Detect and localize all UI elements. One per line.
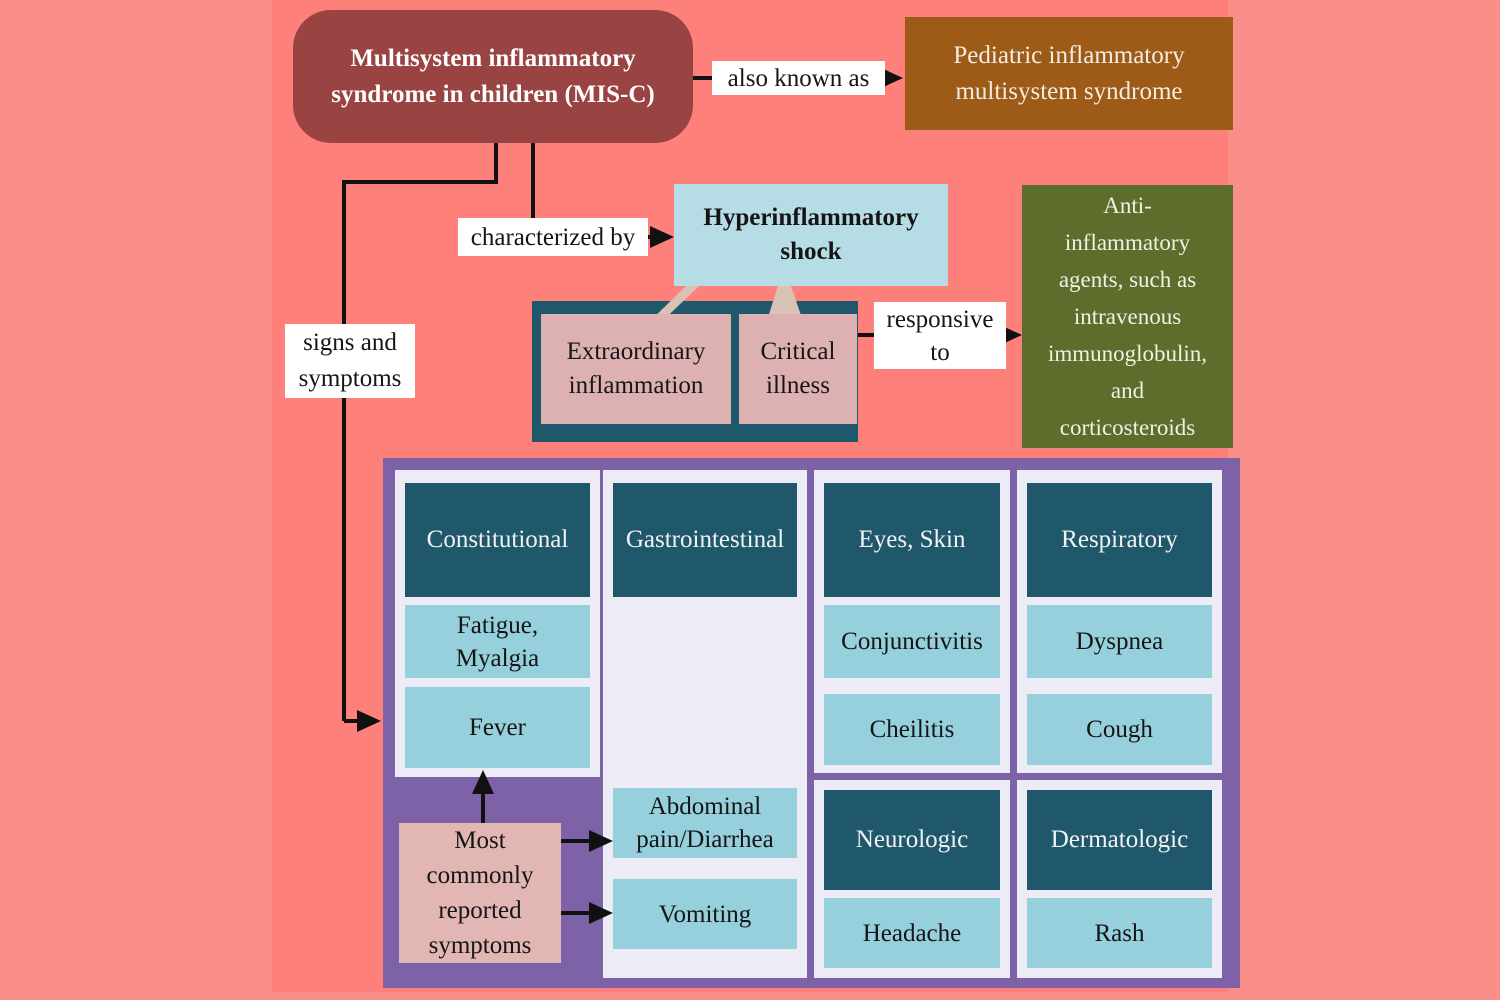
signs-symptoms-label: signs and symptoms xyxy=(285,324,415,398)
label-text: also known as xyxy=(727,64,870,92)
node-line: inflammatory xyxy=(1064,230,1191,255)
node-line: intravenous xyxy=(1073,304,1182,329)
node-line: illness xyxy=(766,372,830,399)
critical-node: Critical illness xyxy=(739,314,857,424)
cell-cough: Cough xyxy=(1027,694,1212,765)
cell-conjunctivitis: Conjunctivitis xyxy=(824,605,1000,678)
characterized-by-label: characterized by xyxy=(458,218,648,256)
cell-line: Conjunctivitis xyxy=(841,628,983,655)
most-common-node: Most commonly reported symptoms xyxy=(399,823,561,963)
node-line: shock xyxy=(780,238,842,265)
responsive-to-label: responsive to xyxy=(874,302,1006,369)
cell-line: Fatigue, xyxy=(456,611,539,639)
pims-node: Pediatric inflammatory multisystem syndr… xyxy=(905,17,1233,130)
node-line: reported xyxy=(438,897,522,924)
node-line: Extraordinary xyxy=(566,338,706,365)
arrowhead-most-common-up xyxy=(472,770,494,794)
node-line: Multisystem inflammatory xyxy=(350,44,636,72)
also-known-as-label: also known as xyxy=(712,61,885,95)
arrowhead-characterized-by xyxy=(650,226,674,248)
extraordinary-node: Extraordinary inflammation xyxy=(541,314,731,424)
node-line: agents, such as xyxy=(1058,267,1197,292)
cell-line: Myalgia xyxy=(455,644,540,672)
header-respiratory: Respiratory xyxy=(1027,483,1212,597)
cell-line: Headache xyxy=(862,919,962,947)
label-line: responsive xyxy=(886,305,994,333)
node-line: Most xyxy=(454,827,506,854)
header-label: Gastrointestinal xyxy=(625,526,785,553)
header-label: Neurologic xyxy=(855,826,969,853)
cell-abdominal-pain: Abdominal pain/Diarrhea xyxy=(613,788,797,858)
node-line: Anti- xyxy=(1103,193,1152,218)
node-line: Critical xyxy=(760,338,836,365)
header-eyes-skin: Eyes, Skin xyxy=(824,483,1000,597)
header-neurologic: Neurologic xyxy=(824,790,1000,890)
cell-line: Fever xyxy=(469,714,526,741)
hyperinflammatory-node: Hyperinflammatory shock xyxy=(674,184,948,286)
label-line: symptoms xyxy=(298,365,402,392)
node-line: Pediatric inflammatory xyxy=(953,41,1185,69)
node-line: symptoms xyxy=(428,932,532,959)
arrowhead-signs-symptoms xyxy=(357,710,381,732)
header-constitutional: Constitutional xyxy=(405,483,590,597)
node-line: syndrome in children (MIS-C) xyxy=(331,80,655,108)
cell-fatigue-myalgia: Fatigue, Myalgia xyxy=(405,605,590,678)
node-line: corticosteroids xyxy=(1059,415,1196,440)
cell-fever: Fever xyxy=(405,687,590,768)
arrowhead-most-common-right-1 xyxy=(589,830,613,852)
header-label: Eyes, Skin xyxy=(858,526,966,553)
header-gastrointestinal: Gastrointestinal xyxy=(613,483,797,597)
cell-line: Cheilitis xyxy=(869,716,955,743)
label-text: characterized by xyxy=(470,223,636,251)
cell-headache: Headache xyxy=(824,898,1000,968)
arrowhead-most-common-right-2 xyxy=(589,902,613,924)
header-dermatologic: Dermatologic xyxy=(1027,790,1212,890)
cell-dyspnea: Dyspnea xyxy=(1027,605,1212,678)
header-label: Respiratory xyxy=(1061,526,1178,553)
misc-node: Multisystem inflammatory syndrome in chi… xyxy=(293,10,693,143)
cell-line: Vomiting xyxy=(658,900,752,928)
node-line: multisystem syndrome xyxy=(955,77,1183,105)
header-label: Constitutional xyxy=(426,526,569,553)
cell-vomiting: Vomiting xyxy=(613,879,797,949)
node-line: and xyxy=(1110,378,1145,403)
node-line: immunoglobulin, xyxy=(1047,341,1208,366)
anti-inflammatory-node: Anti- inflammatory agents, such as intra… xyxy=(1022,185,1233,448)
label-line: signs and xyxy=(303,329,397,356)
header-label: Dermatologic xyxy=(1050,826,1189,853)
node-line: commonly xyxy=(426,862,534,889)
cell-line: Rash xyxy=(1094,919,1145,947)
cell-line: pain/Diarrhea xyxy=(636,826,774,853)
node-line: inflammation xyxy=(568,372,704,399)
label-line: to xyxy=(930,338,950,366)
cell-rash: Rash xyxy=(1027,898,1212,968)
node-line: Hyperinflammatory xyxy=(703,204,919,231)
cell-cheilitis: Cheilitis xyxy=(824,694,1000,765)
cell-line: Cough xyxy=(1086,716,1153,743)
arrowhead-also-known-as xyxy=(879,67,903,89)
cell-line: Dyspnea xyxy=(1075,628,1164,655)
cell-line: Abdominal xyxy=(648,793,762,820)
